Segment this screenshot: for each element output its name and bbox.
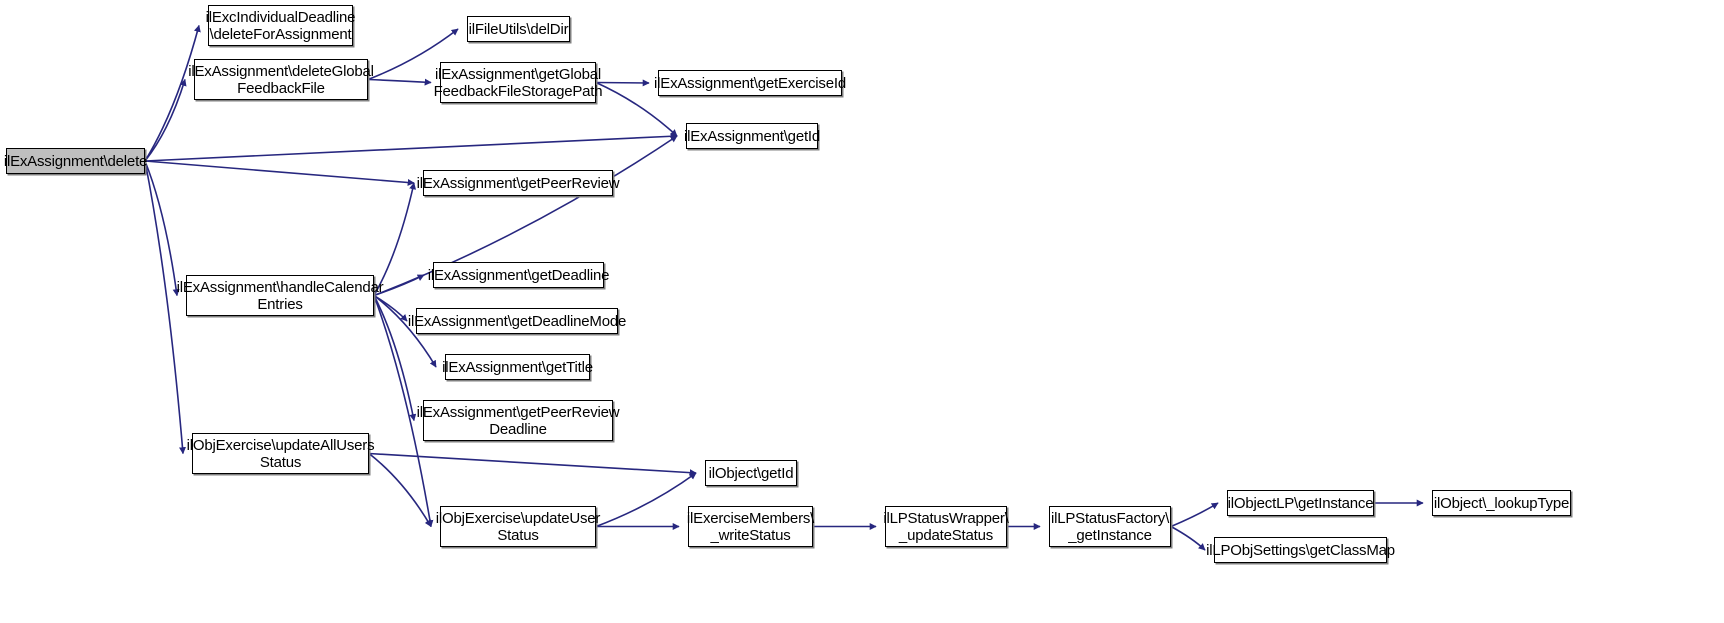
graph-node-lpUpdateStatus[interactable]: ilLPStatusWrapper\ _updateStatus	[883, 506, 1009, 547]
graph-node-getGlobalPath[interactable]: ilExAssignment\getGlobal FeedbackFileSto…	[434, 62, 603, 103]
graph-node-deleteGlobal[interactable]: ilExAssignment\deleteGlobal FeedbackFile	[188, 59, 374, 100]
graph-node-getDeadline[interactable]: ilExAssignment\getDeadline	[428, 262, 609, 288]
graph-node-getPeerRevDl[interactable]: ilExAssignment\getPeerReview Deadline	[417, 400, 620, 441]
graph-node-getTitle[interactable]: ilExAssignment\getTitle	[442, 354, 593, 380]
graph-edge-delete-to-handleCalendar	[144, 160, 180, 297]
graph-edge-updAllUsers-to-updUserStatus	[368, 452, 432, 528]
graph-edge-delete-to-getId	[144, 132, 678, 162]
graph-node-getPeerReview[interactable]: ilExAssignment\getPeerReview	[417, 170, 620, 196]
graph-node-handleCalendar[interactable]: ilExAssignment\handleCalendar Entries	[177, 275, 384, 316]
graph-node-getDeadlineMode[interactable]: ilExAssignment\getDeadlineMode	[408, 308, 626, 334]
graph-edge-deleteGlobal-to-getGlobalPath	[367, 78, 432, 86]
graph-node-updAllUsers[interactable]: ilObjExercise\updateAllUsers Status	[187, 433, 375, 474]
graph-node-updUserStatus[interactable]: ilObjExercise\updateUser Status	[436, 506, 600, 547]
graph-edge-lpGetInstance-to-objectLpGetInst	[1170, 502, 1219, 528]
graph-node-getId[interactable]: ilExAssignment\getId	[684, 123, 820, 149]
graph-node-delDir[interactable]: ilFileUtils\delDir	[467, 16, 570, 42]
graph-node-objGetId[interactable]: ilObject\getId	[705, 460, 797, 486]
graph-edge-getGlobalPath-to-getExerciseId	[595, 79, 650, 87]
graph-node-indivDeadline[interactable]: ilExcIndividualDeadline \deleteForAssign…	[206, 5, 356, 46]
graph-node-objectLpGetInst[interactable]: ilObjectLP\getInstance	[1227, 490, 1374, 516]
graph-edge-updUserStatus-to-objGetId	[595, 472, 697, 528]
graph-edge-delete-to-deleteGlobal	[144, 78, 187, 162]
graph-edge-delete-to-getPeerReview	[144, 160, 415, 186]
graph-node-delete[interactable]: ilExAssignment\delete	[4, 148, 147, 174]
graph-node-lpGetInstance[interactable]: ilLPStatusFactory\ _getInstance	[1049, 506, 1171, 547]
graph-edge-lpGetInstance-to-getClassMap	[1170, 525, 1206, 551]
graph-edge-updAllUsers-to-objGetId	[368, 452, 697, 477]
graph-node-getClassMap[interactable]: ilLPObjSettings\getClassMap	[1206, 537, 1395, 563]
graph-node-lookupType[interactable]: ilObject\_lookupType	[1432, 490, 1571, 516]
graph-node-writeStatus[interactable]: ilExerciseMembers\ _writeStatus	[687, 506, 814, 547]
graph-node-getExerciseId[interactable]: ilExAssignment\getExerciseId	[654, 70, 846, 96]
